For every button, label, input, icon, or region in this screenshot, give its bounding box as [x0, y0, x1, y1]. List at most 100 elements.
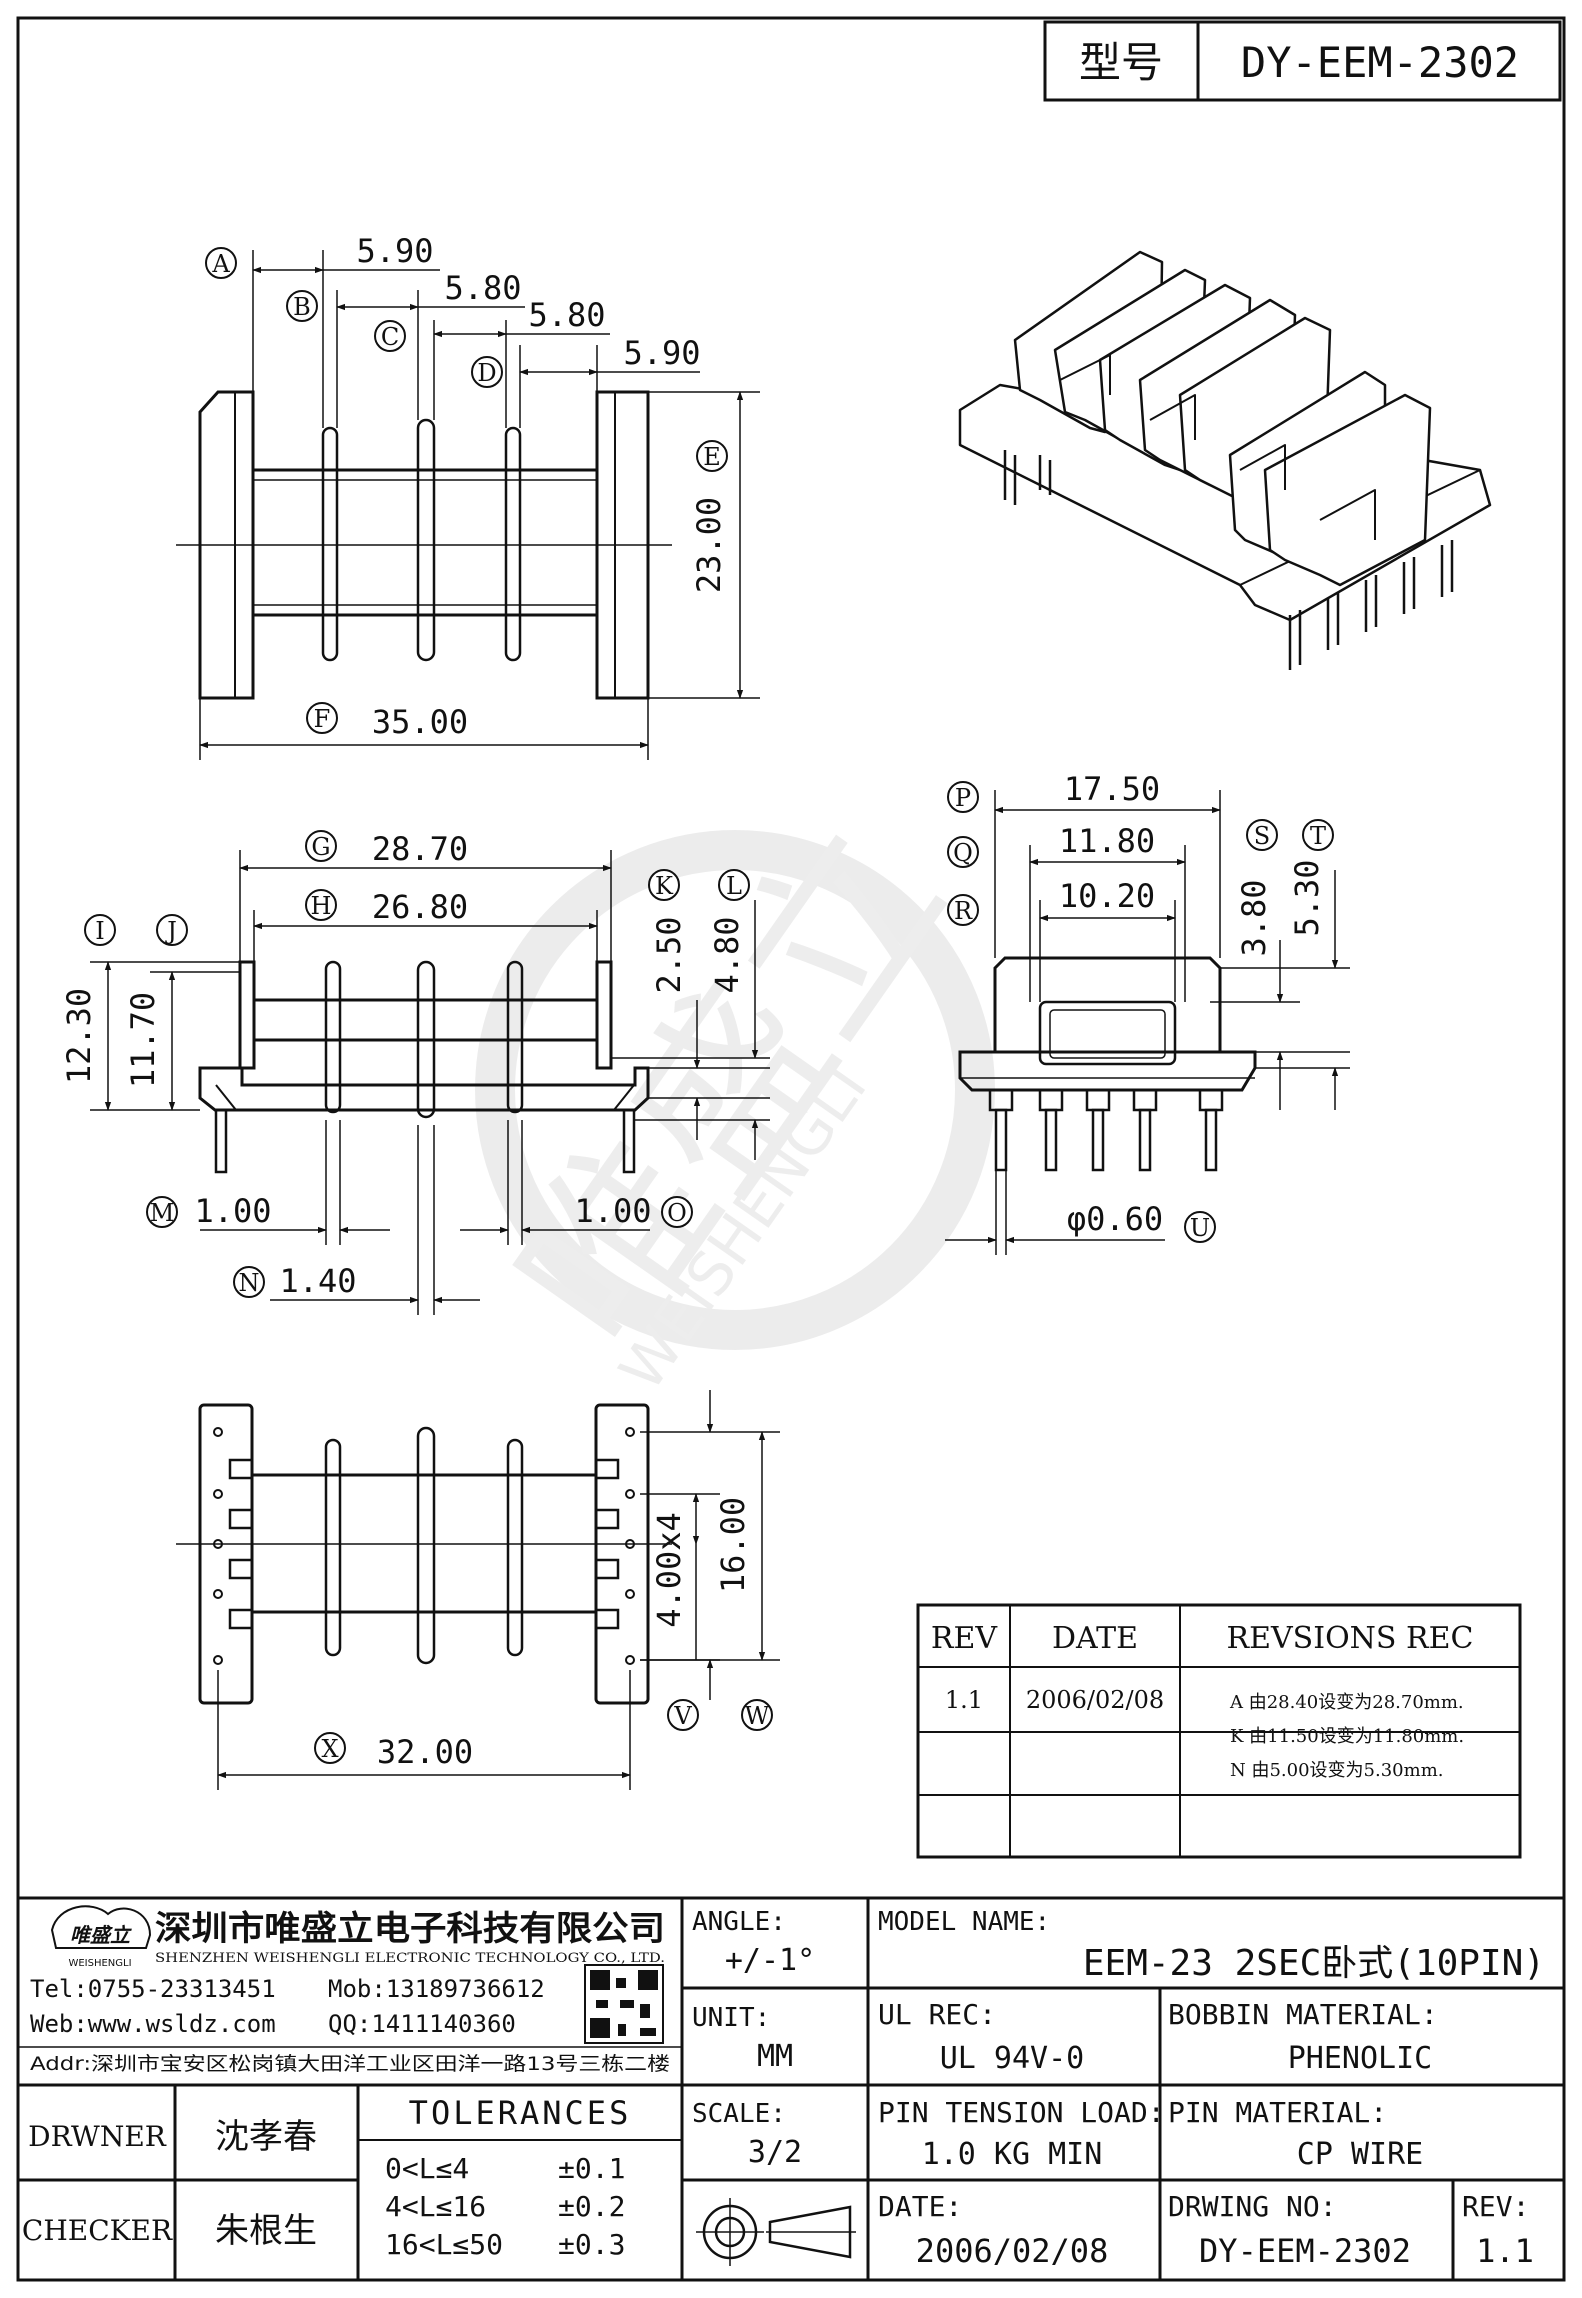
model-value: EEM-23 2SEC卧式(10PIN): [1083, 1943, 1545, 1984]
company-addr: Addr:深圳市宝安区松岗镇大田洋工业区田洋一路13号三栋二楼: [30, 2053, 670, 2075]
svg-text:K: K: [655, 872, 674, 900]
dim-e-value: 23.00: [690, 497, 728, 593]
tol-value-3: ±0.3: [558, 2228, 625, 2261]
svg-text:L: L: [726, 872, 742, 900]
marker-g: G: [305, 830, 337, 862]
company-web: Web:www.wsldz.com: [30, 2010, 276, 2038]
svg-text:G: G: [311, 833, 330, 861]
svg-text:M: M: [150, 1199, 175, 1227]
isometric-view: [958, 250, 1492, 670]
logo-text: 唯盛立: [70, 1923, 132, 1947]
rev-row-rev: 1.1: [945, 1686, 983, 1714]
tol-range-1: 0<L≤4: [385, 2152, 469, 2185]
marker-h: H: [305, 889, 337, 921]
rev-value: 1.1: [1476, 2232, 1534, 2270]
header-model-box: 型号 DY-EEM-2302: [1043, 20, 1562, 102]
dim-p-value: 17.50: [1064, 770, 1160, 808]
marker-p: P: [947, 781, 979, 813]
top-view: 5.90 5.80 5.80 5.90 23.00 35.00 A B C D: [176, 232, 760, 760]
svg-text:X: X: [321, 1735, 338, 1763]
company-name-cn: 深圳市唯盛立电子科技有限公司: [155, 1909, 665, 1949]
angle-label: ANGLE:: [692, 1907, 786, 1937]
end-view: 17.50 11.80 10.20 3.80 5.30 φ0.60 P Q R …: [945, 770, 1350, 1255]
svg-text:O: O: [667, 1199, 687, 1227]
title-block: 唯盛立 WEISHENGLI 深圳市唯盛立电子科技有限公司 SHENZHEN W…: [18, 1896, 1564, 2280]
company-logo: 唯盛立 WEISHENGLI: [50, 1905, 152, 1969]
dim-v-value: 4.00x4: [650, 1512, 688, 1628]
svg-text:T: T: [1310, 822, 1326, 850]
type-value: DY-EEM-2302: [1241, 38, 1519, 87]
marker-u: U: [1184, 1211, 1216, 1243]
pin-material-label: PIN MATERIAL:: [1168, 2096, 1387, 2129]
scale-label: SCALE:: [692, 2099, 786, 2129]
svg-text:A: A: [211, 250, 230, 278]
projection-symbol-icon: [696, 2198, 856, 2266]
company-mob: Mob:13189736612: [328, 1975, 545, 2003]
dim-r-value: 10.20: [1059, 877, 1155, 915]
tol-value-1: ±0.1: [558, 2152, 625, 2185]
marker-f: F: [306, 702, 338, 734]
rev-header-notes: REVSIONS REC: [1227, 1621, 1474, 1656]
svg-text:W: W: [745, 1702, 770, 1730]
marker-j: J: [156, 914, 188, 946]
dim-h-value: 26.80: [372, 888, 468, 926]
logo-sub: WEISHENGLI: [68, 1958, 131, 1969]
checker-label: CHECKER: [22, 2214, 173, 2247]
dim-c-value: 5.80: [528, 296, 605, 334]
marker-i: I: [84, 914, 116, 946]
bottom-view: 4.00x4 16.00 32.00 V W X: [176, 1390, 780, 1790]
checker-value: 朱根生: [215, 2211, 317, 2251]
svg-text:D: D: [477, 359, 496, 387]
scale-value: 3/2: [748, 2135, 802, 2170]
rev-row-note-2: K 由11.50设变为11.80mm.: [1230, 1726, 1464, 1747]
marker-x: X: [314, 1732, 346, 1764]
dim-s-value: 3.80: [1235, 879, 1273, 956]
dim-a-value: 5.90: [356, 232, 433, 270]
svg-text:H: H: [311, 892, 332, 920]
svg-text:Q: Q: [953, 839, 973, 867]
pin-tension-value: 1.0 KG MIN: [922, 2137, 1103, 2172]
marker-n: N: [233, 1266, 265, 1298]
svg-text:B: B: [293, 293, 311, 321]
marker-k: K: [648, 869, 680, 901]
sheet-border: [16, 16, 1566, 2282]
drawer-label: DRWNER: [28, 2120, 167, 2153]
dim-b-value: 5.80: [444, 269, 521, 307]
unit-value: MM: [757, 2039, 793, 2074]
marker-o: O: [661, 1196, 693, 1228]
svg-text:N: N: [239, 1269, 260, 1297]
revision-table: REV DATE REVSIONS REC 1.1 2006/02/08 A 由…: [916, 1603, 1522, 1859]
svg-text:E: E: [703, 443, 721, 471]
svg-text:R: R: [954, 897, 973, 925]
svg-text:V: V: [673, 1702, 692, 1730]
side-view: 28.70 26.80 12.30 11.70 2.50 4.80 1.00: [60, 830, 770, 1315]
dim-o-value: 1.00: [574, 1192, 651, 1230]
dim-n-value: 1.40: [279, 1262, 356, 1300]
marker-q: Q: [947, 836, 979, 868]
marker-w: W: [741, 1699, 773, 1731]
marker-a: A: [205, 247, 237, 279]
svg-text:J: J: [164, 917, 177, 945]
cloud-logo-icon: [50, 1905, 152, 1949]
angle-value: +/-1°: [725, 1943, 815, 1978]
dim-k-value: 2.50: [650, 916, 688, 993]
marker-d: D: [471, 356, 503, 388]
tol-value-2: ±0.2: [558, 2190, 625, 2223]
bobbin-label: BOBBIN MATERIAL:: [1168, 1998, 1438, 2031]
marker-v: V: [667, 1699, 699, 1731]
tolerances-title: TOLERANCES: [409, 2094, 632, 2132]
svg-text:I: I: [95, 917, 104, 945]
date-value: 2006/02/08: [916, 2232, 1109, 2270]
qr-code-icon: [584, 1964, 664, 2044]
company-qq: QQ:1411140360: [328, 2010, 516, 2038]
marker-c: C: [374, 320, 406, 352]
bobbin-value: PHENOLIC: [1288, 2041, 1433, 2076]
dim-d-value: 5.90: [623, 334, 700, 372]
date-label: DATE:: [878, 2190, 962, 2223]
rev-row-date: 2006/02/08: [1026, 1686, 1164, 1714]
dim-l-value: 4.80: [708, 916, 746, 993]
rev-label: REV:: [1462, 2190, 1529, 2223]
marker-s: S: [1246, 819, 1278, 851]
ul-value: UL 94V-0: [940, 2041, 1085, 2076]
marker-t: T: [1302, 819, 1334, 851]
